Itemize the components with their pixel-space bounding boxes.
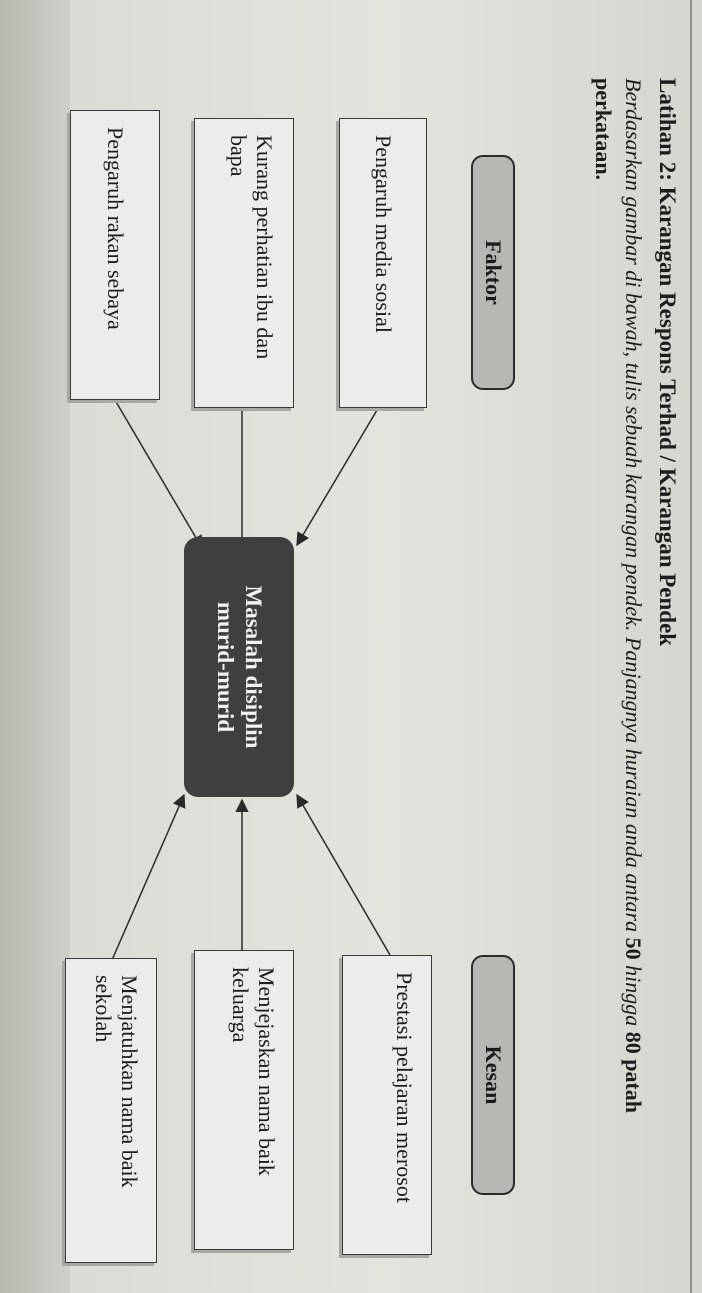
center-line-1: Masalah disiplin [241,585,266,749]
book-gutter [0,0,70,1293]
arrow-prestasi [296,793,391,956]
kesan-box-sekolah: Menjatuhkan nama baik sekolah [65,958,157,1263]
faktor-box-media-sosial: Pengaruh media sosial [339,118,427,408]
faktor-box-rakan-sebaya: Pengaruh rakan sebaya [70,110,160,400]
arrow-media-sosial [296,404,381,547]
faktor-box-ibu-bapa: Kurang perhatian ibu dan bapa [194,118,294,408]
kesan-box-prestasi: Prestasi pelajaran merosot [342,955,432,1255]
arrow-rakan-sebaya [111,394,203,550]
center-node: Masalah disiplin murid-murid [184,537,294,797]
center-line-2: murid-murid [213,601,238,733]
kesan-box-keluarga: Menjejaskan nama baik keluarga [194,950,294,1250]
arrow-sekolah [111,793,186,961]
